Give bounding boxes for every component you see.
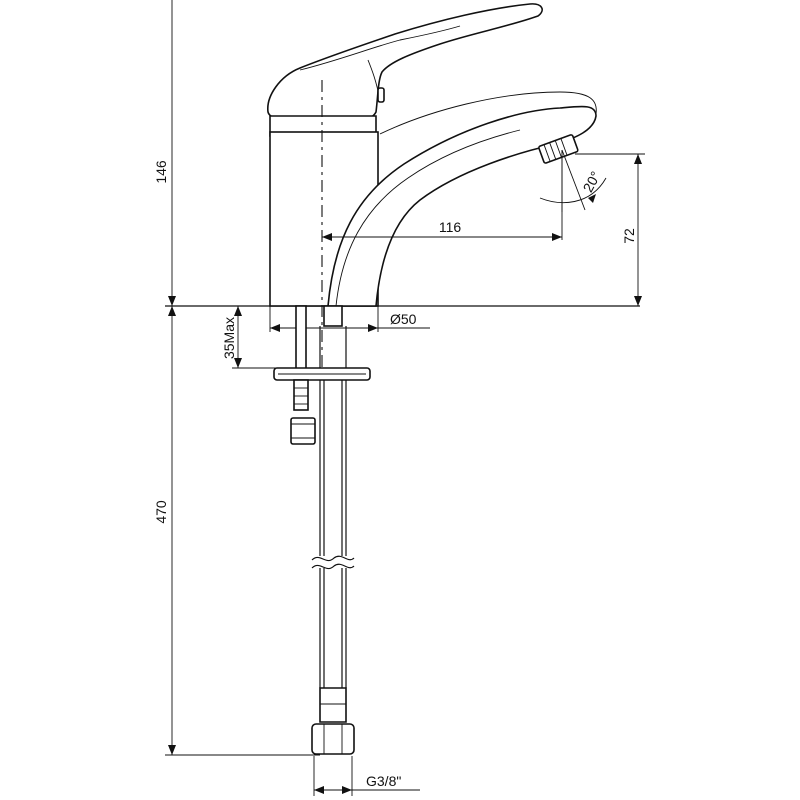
label-spout-angle: 20° (580, 169, 604, 195)
label-spout-height: 72 (621, 228, 637, 244)
hose-connection-nut (311, 723, 355, 755)
label-max-deck-thickness: 35Max (221, 317, 237, 359)
arrow-470-bottom (168, 745, 176, 755)
lever-button (377, 87, 385, 103)
hose-upper-fitting (323, 305, 343, 327)
arrow-thread-right (342, 786, 352, 794)
hose-ferrule (319, 687, 347, 723)
hose-break-top (311, 555, 355, 562)
arrow-d50-left (270, 324, 280, 332)
aerator (538, 134, 579, 164)
lever-inner-contour (299, 25, 461, 71)
mounting-stud (295, 305, 307, 371)
hose-break-bottom (311, 563, 355, 570)
lever-handle (267, 3, 543, 125)
arrow-d50-right (368, 324, 378, 332)
angle-leg-inclined (561, 149, 586, 211)
arrow-35-top (234, 306, 242, 316)
label-spout-reach: 116 (439, 219, 462, 235)
label-overall-height: 146 (153, 160, 169, 184)
spout-inner-line (335, 129, 521, 307)
arrow-72-top (634, 154, 642, 164)
spout-highlight (379, 91, 597, 135)
spout (327, 105, 597, 307)
label-hose-length: 470 (153, 500, 169, 524)
label-body-diameter: Ø50 (390, 311, 417, 327)
arrow-72-bottom (634, 296, 642, 306)
arrow-angle (588, 194, 596, 203)
angle-arc (539, 177, 607, 203)
arrow-116-left (322, 233, 332, 241)
arrow-116-right (552, 233, 562, 241)
threaded-rod (293, 379, 309, 411)
arrow-thread-left (314, 786, 324, 794)
label-connection-thread: G3/8" (366, 773, 401, 789)
arrow-146-bottom (168, 296, 176, 306)
fixing-nut (290, 417, 316, 445)
arrow-35-bottom (234, 358, 242, 368)
arrow-470-top (168, 306, 176, 316)
